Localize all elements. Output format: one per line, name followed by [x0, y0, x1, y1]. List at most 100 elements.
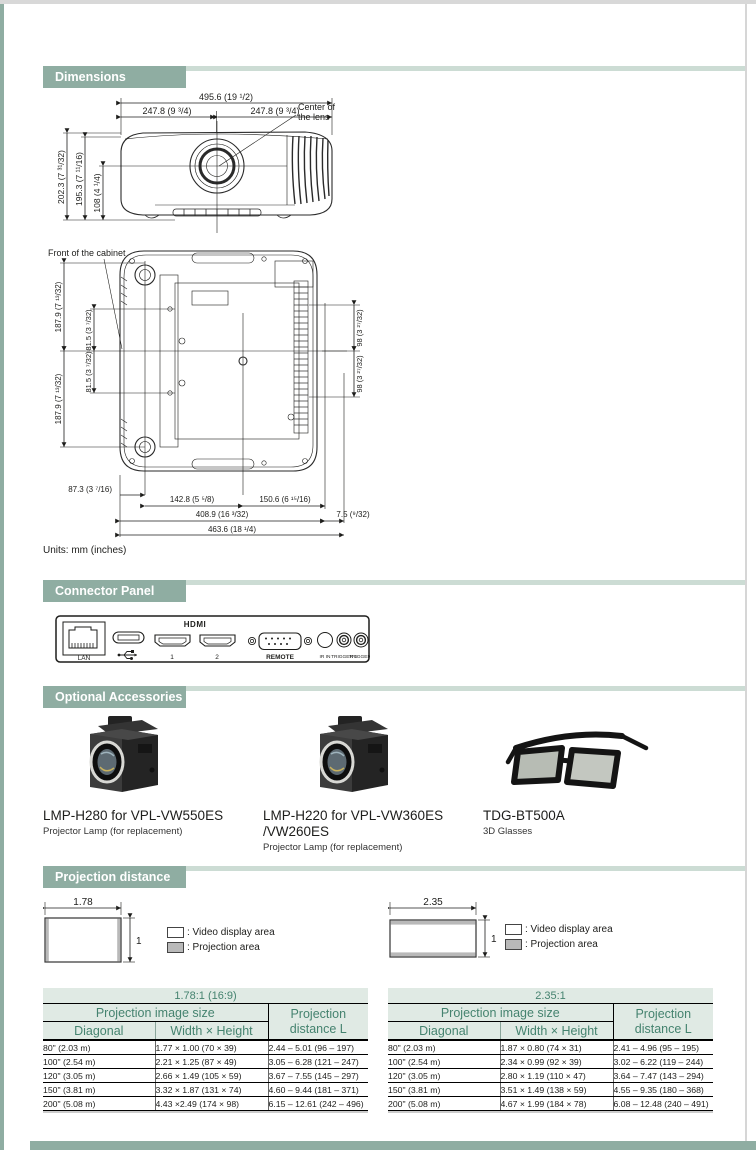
cell-diagonal: 120" (3.05 m)	[43, 1068, 156, 1083]
cell-wh: 2.21 × 1.25 (87 × 49)	[155, 1054, 269, 1069]
lan-label: LAN	[78, 655, 91, 662]
accessory-name: LMP-H280 for VPL-VW550ES	[43, 808, 224, 823]
usb-port-icon	[112, 631, 145, 660]
col-width-height: Width × Height	[500, 1021, 614, 1041]
section-title: Projection distance	[43, 866, 186, 888]
section-rule	[43, 686, 745, 691]
table-group-header: Projection image size	[43, 1003, 269, 1022]
aspect-178-diagram: 1.78 1	[43, 898, 142, 963]
dim-half-width-right: 247.8 (9 ³/4)	[250, 106, 299, 116]
table-row: 100" (2.54 m) 2.21 × 1.25 (87 × 49) 3.05…	[43, 1054, 369, 1069]
dim-total-depth: 463.6 (18 ¹/4)	[208, 525, 256, 534]
cell-diagonal: 150" (3.81 m)	[388, 1082, 501, 1097]
diagram-height-label: 1	[491, 934, 497, 945]
trigger1-jack-icon	[336, 632, 352, 648]
table-row: 100" (2.54 m) 2.34 × 0.99 (92 × 39) 3.02…	[388, 1054, 714, 1069]
cell-distance: 2.41 – 4.96 (95 – 195)	[613, 1040, 714, 1055]
cell-wh: 1.77 × 1.00 (70 × 39)	[155, 1040, 269, 1055]
section-rule	[43, 66, 745, 71]
remote-port-icon	[247, 632, 313, 651]
dim-lens-height: 108 (4 ¹/4)	[92, 173, 102, 212]
projector-front-view-drawing: 495.6 (19 ¹/2) 247.8 (9 ³/4) 247.8 (9 ³/…	[56, 93, 336, 233]
cell-wh: 4.43 ×2.49 (174 × 98)	[155, 1096, 269, 1111]
accessory-item: TDG-BT500A 3D Glasses	[483, 808, 683, 837]
glasses-tdg-bt500a-image	[505, 731, 649, 789]
section-title: Dimensions	[43, 66, 186, 88]
projector-front-outline	[120, 121, 333, 233]
table-row: 200" (5.08 m) 4.67 × 1.99 (184 × 78) 6.0…	[388, 1096, 714, 1111]
lamp-lmp-h280-image	[89, 716, 158, 792]
center-of-lens-label-2: the lens	[298, 112, 330, 122]
cell-wh: 3.51 × 1.49 (138 × 59)	[500, 1082, 614, 1097]
hdmi2-label: 2	[215, 654, 219, 661]
projection-area-swatch	[505, 939, 522, 950]
table-row: 150" (3.81 m) 3.32 × 1.87 (131 × 74) 4.6…	[43, 1082, 369, 1097]
cell-distance: 3.05 – 6.28 (121 – 247)	[268, 1054, 369, 1069]
connector-panel-drawing: LAN HDMI 1 2 REMOTE	[55, 615, 370, 663]
section-dimensions-header: Dimensions	[43, 66, 745, 88]
table-distance-header: Projection distance L	[268, 1003, 369, 1041]
page-top-rule	[0, 0, 756, 4]
dim-grille-bottom: 98 (3 ²⁷/32)	[355, 355, 364, 393]
cell-distance: 3.67 – 7.55 (145 – 297)	[268, 1068, 369, 1083]
table-row: 150" (3.81 m) 3.51 × 1.49 (138 × 59) 4.5…	[388, 1082, 714, 1097]
diagram-height-label: 1	[136, 936, 142, 947]
dim-rear-offset: 7.5 (⁹/32)	[336, 510, 370, 519]
cell-diagonal: 80" (2.03 m)	[388, 1040, 501, 1055]
hdmi-port-1-icon	[154, 634, 191, 647]
trigger1-label: TRIGGER 1	[331, 654, 357, 660]
cell-distance: 2.44 – 5.01 (96 – 197)	[268, 1040, 369, 1055]
table-row: 200" (5.08 m) 4.43 ×2.49 (174 × 98) 6.15…	[43, 1096, 369, 1111]
dim-front-to-foot: 87.3 (3 ⁷/16)	[68, 485, 112, 494]
accessory-item: LMP-H280 for VPL-VW550ES Projector Lamp …	[43, 808, 253, 837]
dim-foot-span-top: 81.5 (3 ⁷/32)	[84, 309, 93, 351]
accessory-desc: Projector Lamp (for replacement)	[43, 826, 183, 837]
projection-table-178: 1.78:1 (16:9) Projection image size Proj…	[43, 988, 369, 1111]
front-of-cabinet-label: Front of the cabinet	[48, 248, 126, 258]
projection-table-235: 2.35:1 Projection image size Projection …	[388, 988, 714, 1111]
cell-diagonal: 150" (3.81 m)	[43, 1082, 156, 1097]
col-width-height: Width × Height	[155, 1021, 269, 1041]
col-diagonal: Diagonal	[388, 1021, 501, 1041]
section-connector-header: Connector Panel	[43, 580, 745, 602]
ir-in-jack-icon	[317, 632, 333, 648]
cell-diagonal: 80" (2.03 m)	[43, 1040, 156, 1055]
accessory-name: TDG-BT500A	[483, 808, 565, 823]
col-diagonal: Diagonal	[43, 1021, 156, 1041]
projector-bottom-outline	[119, 250, 318, 472]
dim-foot-to-center: 142.8 (5 ⁵/8)	[170, 495, 215, 504]
accessory-desc: 3D Glasses	[483, 826, 533, 837]
section-title: Optional Accessories	[43, 686, 186, 708]
table-group-header: Projection image size	[388, 1003, 614, 1022]
page-left-accent-strip	[0, 4, 4, 1150]
cell-diagonal: 200" (5.08 m)	[388, 1096, 501, 1111]
front-grille	[291, 135, 330, 205]
dim-half-depth-top: 187.9 (7 ¹³/32)	[54, 281, 63, 332]
dim-total-height: 202.3 (7 ³¹/32)	[56, 150, 66, 204]
diagram-width-label: 1.78	[73, 898, 93, 908]
lamp-lmp-h220-image	[319, 716, 388, 792]
cell-distance: 6.15 – 12.61 (242 – 496)	[268, 1096, 369, 1111]
page-right-edge	[745, 4, 747, 1144]
remote-label: REMOTE	[266, 654, 294, 661]
section-rule	[43, 866, 745, 871]
table-distance-header: Projection distance L	[613, 1003, 714, 1041]
section-accessories-header: Optional Accessories	[43, 686, 745, 708]
dim-half-depth-bottom: 187.9 (7 ¹³/32)	[54, 373, 63, 424]
lan-port-icon	[62, 621, 106, 656]
units-note: Units: mm (inches)	[43, 545, 127, 556]
projection-area-swatch	[167, 942, 184, 953]
cell-diagonal: 100" (2.54 m)	[43, 1054, 156, 1069]
dim-center-to-rear: 150.6 (6 ¹⁵/16)	[259, 495, 311, 504]
aspect-235-diagram: 2.35 1	[388, 897, 497, 958]
ir-in-label: IR IN	[320, 654, 331, 660]
cell-distance: 4.55 – 9.35 (180 – 368)	[613, 1082, 714, 1097]
cell-diagonal: 200" (5.08 m)	[43, 1096, 156, 1111]
hdmi-port-2-icon	[199, 634, 236, 647]
dim-grille-top: 98 (3 ²⁷/32)	[355, 309, 364, 347]
cell-distance: 3.02 – 6.22 (119 – 244)	[613, 1054, 714, 1069]
cell-wh: 2.80 × 1.19 (110 × 47)	[500, 1068, 614, 1083]
hdmi-logo: HDMI	[184, 620, 206, 629]
trigger2-label: TRIGGER 2	[349, 654, 370, 660]
